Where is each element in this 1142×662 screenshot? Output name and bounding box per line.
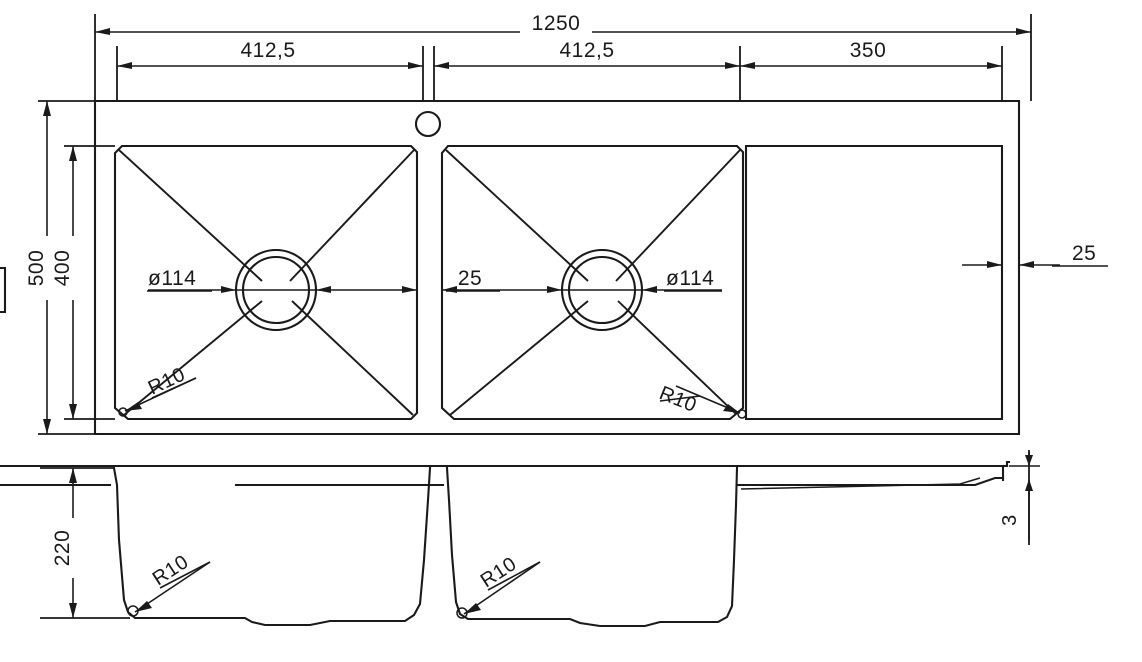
dimension-center-gap-label: 25 (458, 267, 482, 290)
dimension-drain-left-diameter-label: ø114 (148, 267, 196, 290)
dimension-drain-left-diameter: ø114 (147, 267, 392, 293)
plan-top-extension-lines (94, 14, 1032, 101)
dimension-overall-width-label: 1250 (532, 12, 581, 35)
radius-callout-section-left-label: R10 (149, 551, 193, 590)
section-deck-underside (0, 476, 1005, 487)
plan-drainboard (744, 144, 1004, 421)
radius-callout-plan-left-label: R10 (145, 363, 189, 399)
radius-callout-plan-left: R10 (118, 363, 197, 417)
radius-callout-section-right-label: R10 (477, 553, 521, 592)
section-drainboard (740, 477, 981, 490)
radius-callout-plan-right-label: R10 (656, 382, 700, 417)
dimension-deck-thickness-label: 3 (999, 514, 1021, 526)
plan-faucet-hole (414, 110, 442, 138)
dimension-overall-depth: 500 (25, 101, 54, 434)
plan-view: 1250 412,5 412,5 (25, 12, 1108, 436)
dimension-bowl-height: 220 (40, 467, 130, 619)
section-deck-top (0, 460, 1011, 468)
plan-outer-outline (93, 99, 1021, 436)
dimension-center-gap: 25 (392, 255, 530, 325)
clipped-edge-glyph (0, 266, 7, 314)
dimension-overall-width: 1250 (95, 12, 1031, 38)
dimension-bowl2-width: 412,5 (434, 39, 740, 69)
dimension-bowl1-width: 412,5 (117, 39, 423, 69)
dimension-drainboard-width-label: 350 (850, 39, 887, 62)
dimension-overall-depth-label: 500 (25, 250, 48, 287)
section-bowl-right (445, 466, 739, 628)
radius-callout-section-right: R10 (463, 553, 541, 615)
dimension-drainboard-width: 350 (740, 39, 1002, 69)
dimension-bowl-depth: 400 (51, 146, 80, 419)
dimension-drain-right-diameter: ø114 (530, 267, 722, 293)
radius-callout-plan-right: R10 (656, 382, 747, 419)
dimension-bowl-height-label: 220 (51, 530, 74, 567)
dimension-bowl-depth-label: 400 (51, 250, 74, 287)
dimension-bowl1-width-label: 412,5 (240, 39, 295, 62)
dimension-right-margin-label: 25 (1072, 242, 1096, 265)
dimension-right-margin: 25 (962, 235, 1108, 345)
dimension-drain-right-diameter-label: ø114 (666, 267, 714, 290)
section-view: 220 3 R10 R10 (0, 450, 1040, 628)
dimension-deck-thickness: 3 (999, 450, 1040, 545)
section-bowl-left (112, 466, 432, 627)
radius-callout-section-left: R10 (134, 551, 211, 613)
dimension-bowl2-width-label: 412,5 (559, 39, 614, 62)
